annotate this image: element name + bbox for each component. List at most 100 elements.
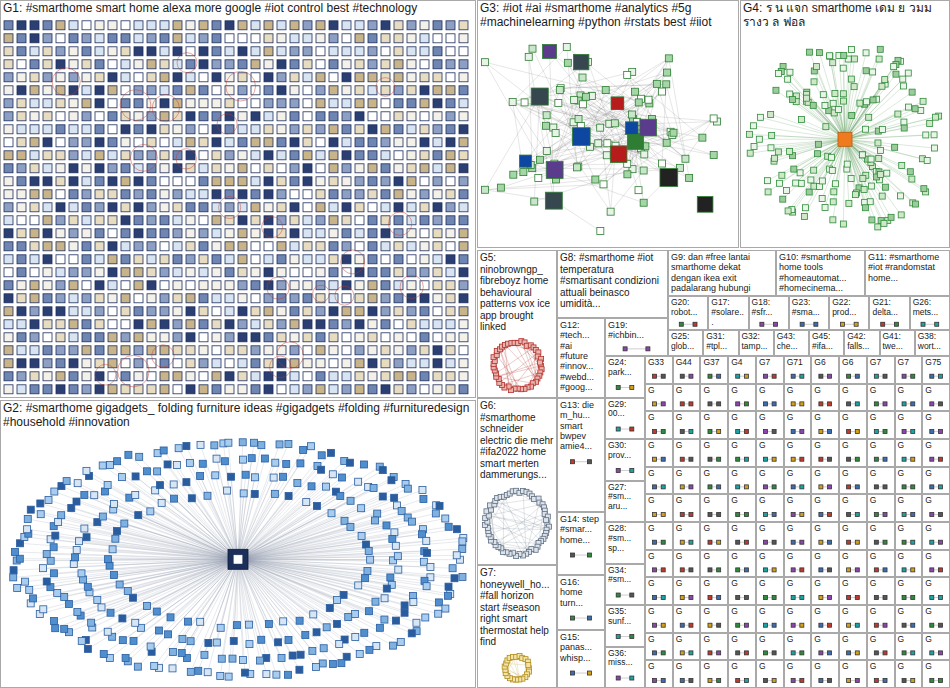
vertex-cluster — [616, 635, 634, 639]
vertex-icon — [420, 346, 429, 355]
vertex-icon — [121, 307, 130, 316]
vertex-icon — [552, 129, 559, 136]
vertex-icon — [69, 177, 78, 186]
vertex-icon — [277, 21, 286, 30]
vertex-icon — [290, 255, 299, 264]
vertex-icon — [160, 229, 169, 238]
vertex-icon — [4, 216, 13, 225]
vertex-icon — [134, 255, 143, 264]
vertex-icon — [225, 320, 234, 329]
edge-line — [843, 139, 845, 224]
vertex-icon — [69, 294, 78, 303]
vertex-icon — [251, 47, 260, 56]
vertex-icon — [199, 73, 208, 82]
vertex-icon — [4, 359, 13, 368]
vertex-icon — [303, 190, 312, 199]
vertex-icon — [108, 164, 117, 173]
vertex-icon — [56, 34, 65, 43]
vertex-icon — [173, 151, 182, 160]
vertex-icon — [212, 21, 221, 30]
vertex-icon — [108, 216, 117, 225]
vertex-icon — [407, 190, 416, 199]
vertex-icon — [251, 255, 260, 264]
vertex-icon — [251, 294, 260, 303]
self-loop — [176, 149, 196, 169]
profile-image — [660, 169, 678, 187]
vertex-icon — [785, 76, 791, 82]
vertex-icon — [459, 86, 468, 95]
vertex-icon — [880, 126, 886, 132]
vertex-icon — [30, 21, 39, 30]
vertex-icon — [342, 138, 351, 147]
vertex-icon — [108, 151, 117, 160]
vertex-icon — [368, 216, 377, 225]
vertex-icon — [329, 177, 338, 186]
vertex-icon — [368, 60, 377, 69]
vertex-icon — [394, 255, 403, 264]
vertex-icon — [147, 86, 156, 95]
vertex-icon — [923, 132, 929, 138]
vertex-icon — [199, 320, 208, 329]
vertex-icon — [775, 149, 781, 155]
edge-line — [238, 559, 416, 622]
vertex-icon — [69, 385, 78, 394]
vertex-icon — [30, 307, 39, 316]
vertex-icon — [17, 229, 26, 238]
vertex-icon — [861, 186, 867, 192]
vertex-icon — [82, 216, 91, 225]
vertex-icon — [459, 268, 468, 277]
vertex-icon — [225, 112, 234, 121]
vertex-icon — [446, 320, 455, 329]
vertex-icon — [841, 98, 847, 104]
vertex-icon — [446, 151, 455, 160]
vertex-icon — [785, 208, 791, 214]
vertex-icon — [251, 359, 260, 368]
vertex-icon — [160, 268, 169, 277]
vertex-icon — [82, 60, 91, 69]
vertex-icon — [69, 34, 78, 43]
vertex-icon — [56, 164, 65, 173]
vertex-icon — [433, 346, 442, 355]
hub-icon — [838, 132, 852, 146]
vertex-icon — [446, 333, 455, 342]
vertex-icon — [536, 156, 543, 163]
vertex-icon — [316, 203, 325, 212]
vertex-icon — [290, 47, 299, 56]
vertex-icon — [160, 203, 169, 212]
vertex-icon — [212, 60, 221, 69]
vertex-icon — [368, 73, 377, 82]
vertex-icon — [342, 346, 351, 355]
vertex-icon — [863, 68, 869, 74]
vertex-icon — [459, 281, 468, 290]
vertex-icon — [147, 21, 156, 30]
vertex-icon — [238, 34, 247, 43]
edge-line — [845, 116, 939, 139]
vertex-icon — [459, 333, 468, 342]
vertex-icon — [225, 229, 234, 238]
vertex-icon — [186, 190, 195, 199]
vertex-icon — [290, 60, 299, 69]
vertex-icon — [69, 372, 78, 381]
vertex-icon — [95, 99, 104, 108]
vertex-icon — [82, 34, 91, 43]
vertex-icon — [597, 228, 604, 235]
vertex-icon — [877, 147, 883, 153]
vertex-icon — [30, 216, 39, 225]
vertex-icon — [160, 112, 169, 121]
vertex-icon — [30, 190, 39, 199]
vertex-icon — [30, 34, 39, 43]
vertex-icon — [525, 53, 532, 60]
vertex-icon — [459, 255, 468, 264]
vertex-icon — [290, 151, 299, 160]
vertex-icon — [238, 73, 247, 82]
vertex-icon — [868, 183, 874, 189]
vertex-icon — [108, 294, 117, 303]
vertex-icon — [199, 190, 208, 199]
vertex-icon — [808, 177, 814, 183]
self-loop — [52, 68, 80, 96]
vertex-icon — [459, 216, 468, 225]
vertex-icon — [212, 151, 221, 160]
vertex-icon — [212, 372, 221, 381]
edge-line — [238, 559, 393, 645]
